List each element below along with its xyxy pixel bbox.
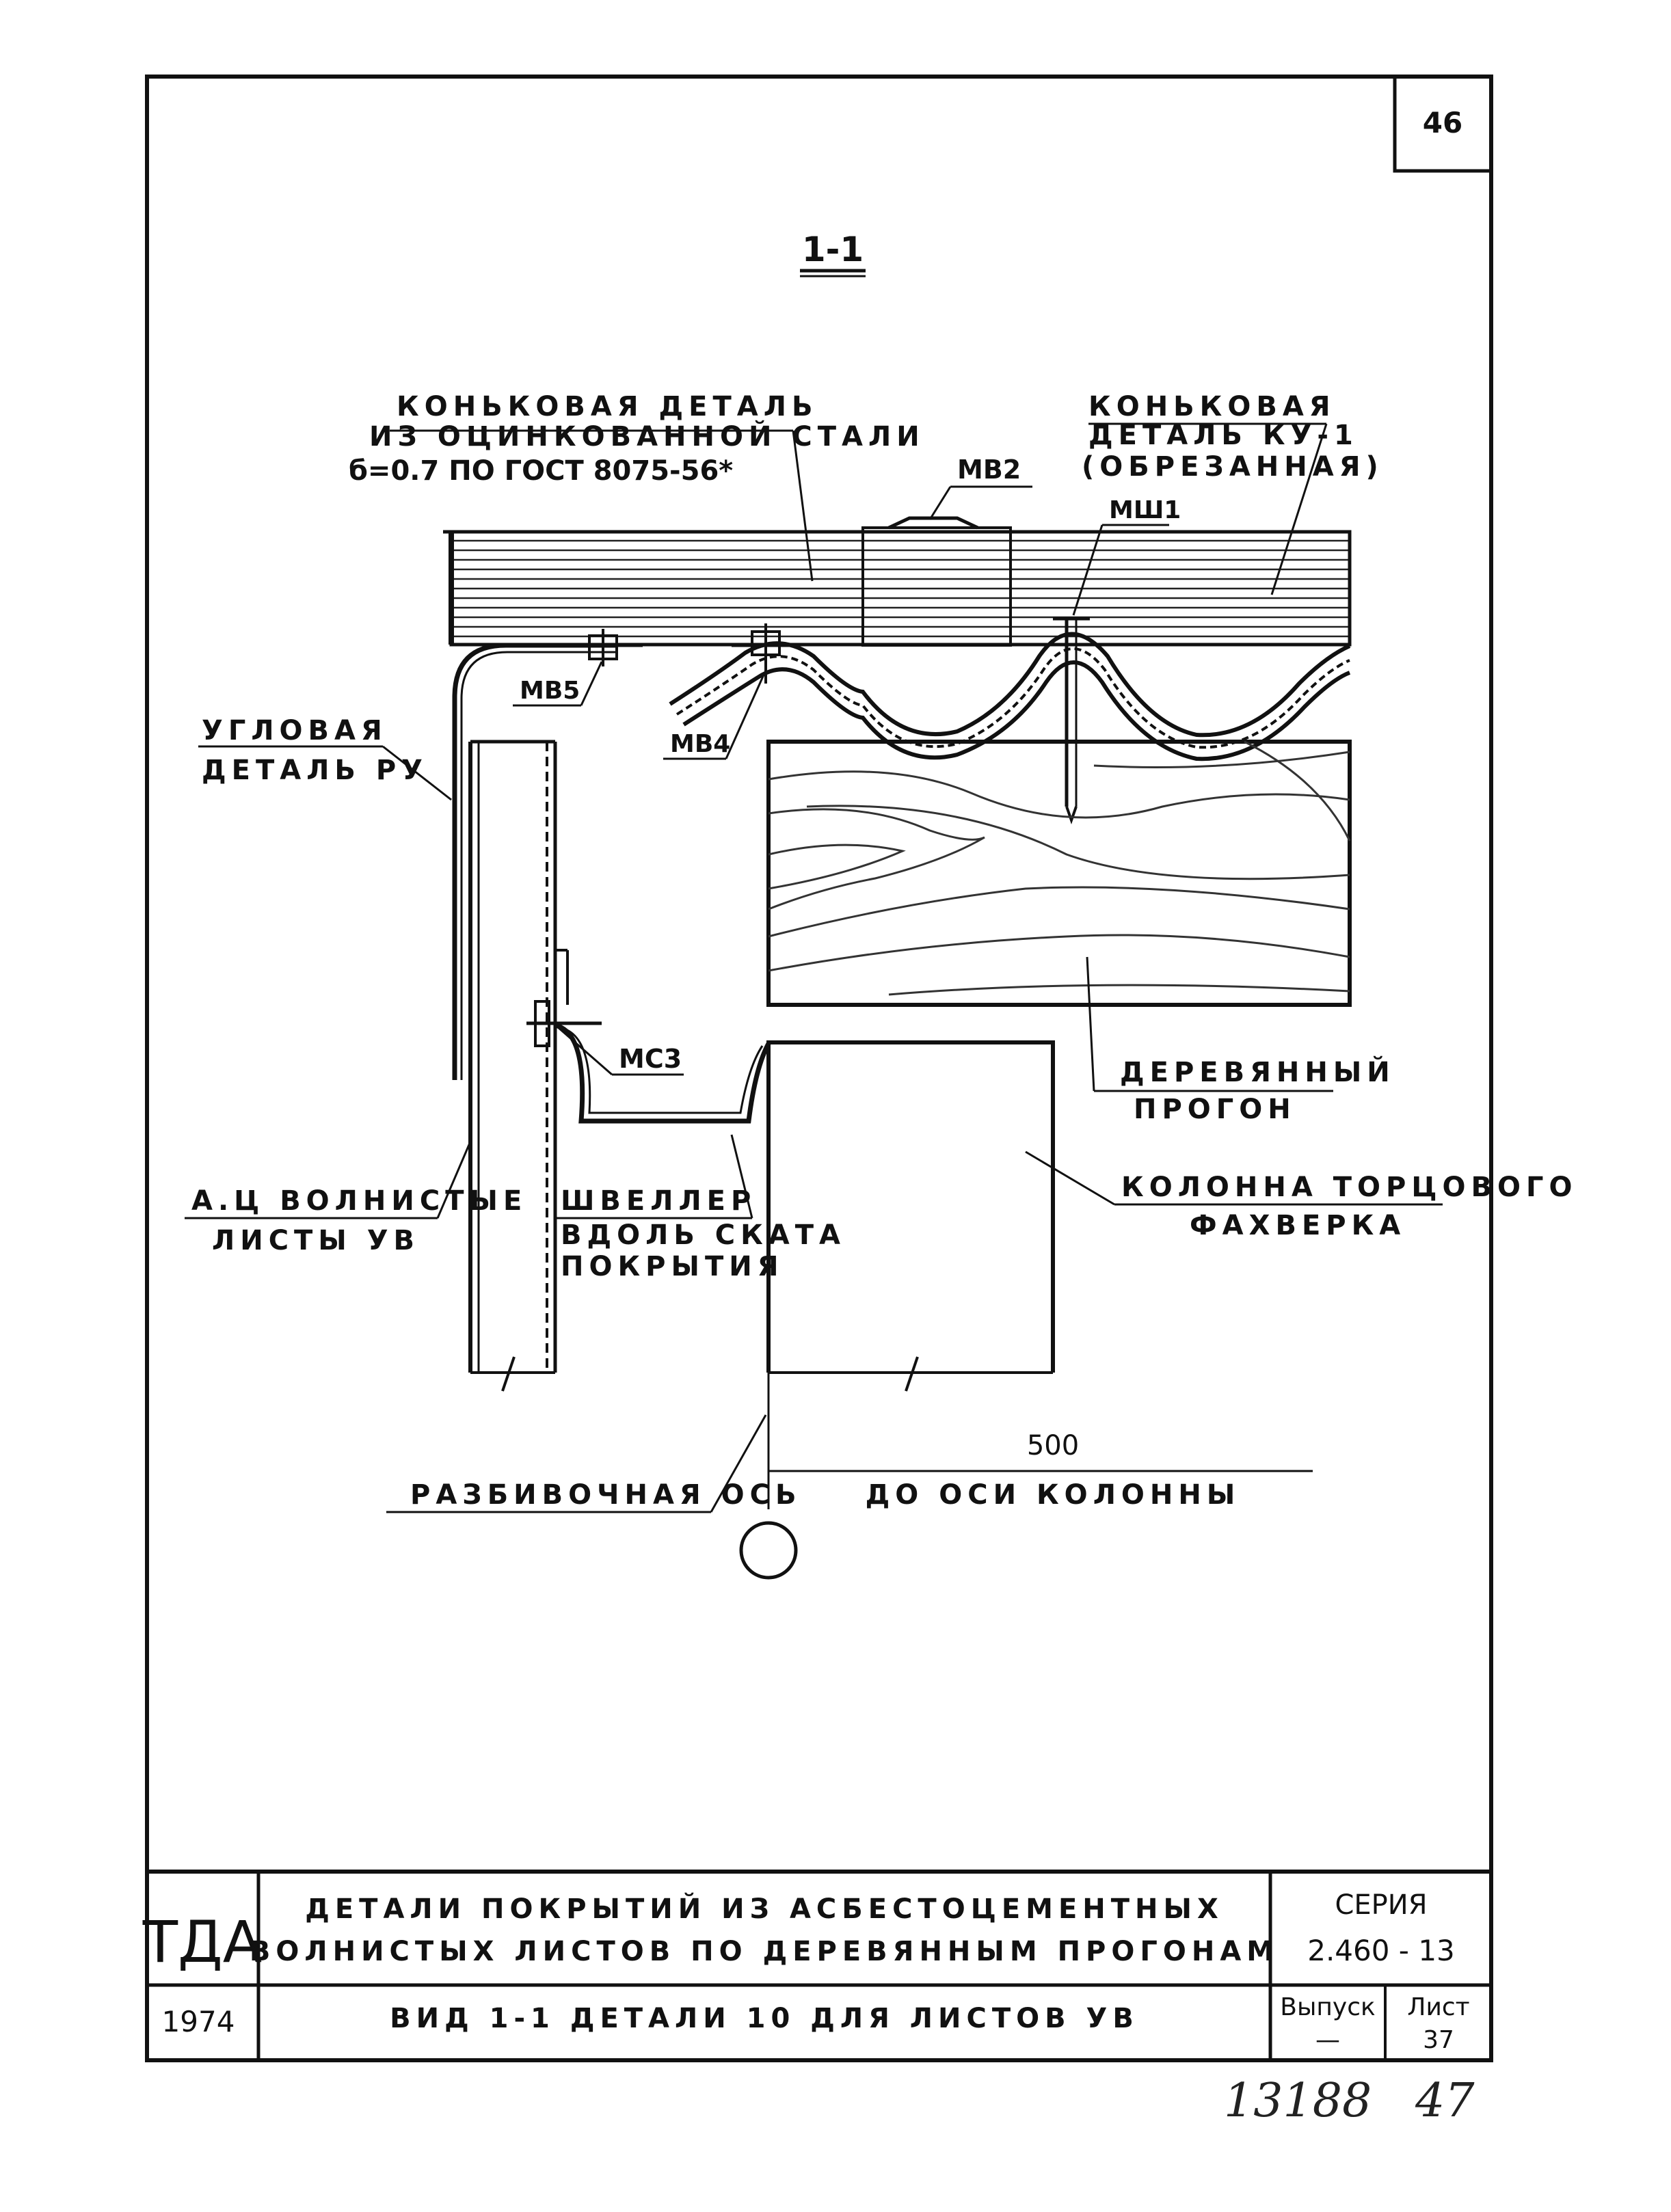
svg-text:КОЛОННА ТОРЦОВОГО: КОЛОННА ТОРЦОВОГО [1121, 1172, 1577, 1203]
svg-text:ПРОГОН: ПРОГОН [1134, 1094, 1296, 1125]
svg-text:ФАХВЕРКА: ФАХВЕРКА [1190, 1210, 1406, 1241]
corner-detail-ru [452, 643, 615, 1080]
ridge-overlap-plate [861, 526, 1012, 647]
section-title: 1-1 [802, 230, 864, 269]
svg-text:ИЗ ОЦИНКОВАННОЙ СТАЛИ: ИЗ ОЦИНКОВАННОЙ СТАЛИ [369, 420, 925, 453]
label-column: КОЛОННА ТОРЦОВОГО ФАХВЕРКА [1025, 1150, 1577, 1241]
svg-text:ЛИСТЫ УВ: ЛИСТЫ УВ [212, 1225, 420, 1256]
channel [554, 1023, 772, 1124]
label-corner-ru: УГЛОВАЯ ДЕТАЛЬ РУ [198, 715, 452, 801]
page-number: 46 [1423, 106, 1462, 139]
setting-out-axis [739, 1373, 798, 1580]
drawing-subtitle: ВИД 1-1 ДЕТАЛИ 10 ДЛЯ ЛИСТОВ УВ [390, 2003, 1139, 2034]
svg-text:ДЕТАЛЬ КУ-1: ДЕТАЛЬ КУ-1 [1088, 420, 1359, 451]
svg-text:ДЕРЕВЯННЫЙ: ДЕРЕВЯННЫЙ [1120, 1055, 1395, 1088]
sheet-frame [145, 75, 1493, 2062]
svg-text:А.Ц ВОЛНИСТЫЕ: А.Ц ВОЛНИСТЫЕ [191, 1185, 527, 1217]
series-label: СЕРИЯ [1335, 1889, 1427, 1921]
label-channel: ШВЕЛЛЕР ВДОЛЬ СКАТА ПОКРЫТИЯ [554, 1134, 846, 1282]
dim-value: 500 [1027, 1430, 1079, 1461]
svg-text:КОНЬКОВАЯ: КОНЬКОВАЯ [1088, 391, 1336, 422]
wavy-sheet [669, 632, 1351, 738]
label-purlin: ДЕРЕВЯННЫЙ ПРОГОН [1086, 956, 1395, 1125]
dimension-500: 500 ДО ОСИ КОЛОННЫ [768, 1430, 1313, 1511]
label-ms3: МС3 [557, 1025, 684, 1076]
svg-text:б=0.7 ПО ГОСТ 8075-56*: б=0.7 ПО ГОСТ 8075-56* [349, 455, 733, 487]
handwritten-left: 13188 [1224, 2074, 1372, 2128]
svg-text:МВ5: МВ5 [520, 677, 580, 705]
page-number-box: 46 [1393, 77, 1491, 173]
issue-value: — [1315, 2026, 1340, 2054]
svg-text:РАЗБИВОЧНАЯ ОСЬ: РАЗБИВОЧНАЯ ОСЬ [410, 1479, 801, 1511]
label-msh1: МШ1 [1072, 496, 1181, 616]
bolt-mv4 [732, 623, 800, 684]
svg-text:(ОБРЕЗАННАЯ): (ОБРЕЗАННАЯ) [1082, 451, 1384, 483]
org-mark: ТДА [142, 1908, 262, 1975]
svg-text:МШ1: МШ1 [1109, 496, 1181, 524]
label-ridge-ku1: КОНЬКОВАЯ ДЕТАЛЬ КУ-1 (ОБРЕЗАННАЯ) [1082, 391, 1384, 595]
drawing-title-line1: ДЕТАЛИ ПОКРЫТИЙ ИЗ АСБЕСТОЦЕМЕНТНЫХ [305, 1892, 1224, 1925]
wooden-purlin [766, 740, 1352, 1007]
svg-text:УГЛОВАЯ: УГЛОВАЯ [202, 715, 388, 746]
handwritten-right: 47 [1415, 2074, 1475, 2128]
svg-text:ДЕТАЛЬ РУ: ДЕТАЛЬ РУ [202, 755, 428, 786]
label-wall-sheets: А.Ц ВОЛНИСТЫЕ ЛИСТЫ УВ [185, 1141, 527, 1256]
svg-text:ВДОЛЬ СКАТА: ВДОЛЬ СКАТА [561, 1219, 846, 1251]
screw-msh1 [1053, 617, 1090, 825]
year: 1974 [162, 2005, 235, 2038]
svg-text:МВ4: МВ4 [670, 730, 730, 758]
ridge-detail-steel [449, 530, 1352, 647]
label-mv5: МВ5 [513, 661, 603, 707]
svg-text:МС3: МС3 [619, 1044, 682, 1074]
series-value: 2.460 - 13 [1307, 1934, 1455, 1967]
label-mv2: МВ2 [928, 455, 1032, 520]
sheet-label: Лист [1407, 1993, 1469, 2021]
svg-text:ШВЕЛЛЕР: ШВЕЛЛЕР [561, 1185, 756, 1217]
section-title-group: 1-1 [800, 230, 866, 278]
axis-circle [739, 1521, 798, 1580]
issue-label: Выпуск [1280, 1993, 1376, 2021]
drawing-title-line2: ВОЛНИСТЫХ ЛИСТОВ ПО ДЕРЕВЯННЫМ ПРОГОНАМ [250, 1936, 1279, 1967]
dim-text: ДО ОСИ КОЛОННЫ [866, 1479, 1241, 1511]
wall-sheets-uv [468, 740, 557, 1392]
section-drawing: 500 ДО ОСИ КОЛОННЫ КОНЬКОВАЯ ДЕТАЛЬ ИЗ О… [185, 391, 1577, 1580]
sheet-value: 37 [1423, 2026, 1454, 2054]
label-axis: РАЗБИВОЧНАЯ ОСЬ [386, 1414, 801, 1513]
framing-column [766, 1040, 1055, 1392]
bolt-ms3 [526, 949, 602, 1047]
svg-text:КОНЬКОВАЯ ДЕТАЛЬ: КОНЬКОВАЯ ДЕТАЛЬ [397, 391, 818, 422]
svg-text:ПОКРЫТИЯ: ПОКРЫТИЯ [561, 1251, 784, 1282]
label-ridge-detail: КОНЬКОВАЯ ДЕТАЛЬ ИЗ ОЦИНКОВАННОЙ СТАЛИ б… [349, 391, 925, 582]
label-mv4: МВ4 [663, 673, 766, 760]
svg-text:МВ2: МВ2 [957, 455, 1021, 485]
bolt-mv5 [567, 629, 643, 666]
title-block: ТДА 1974 ДЕТАЛИ ПОКРЫТИЙ ИЗ АСБЕСТОЦЕМЕН… [142, 1870, 1491, 2060]
